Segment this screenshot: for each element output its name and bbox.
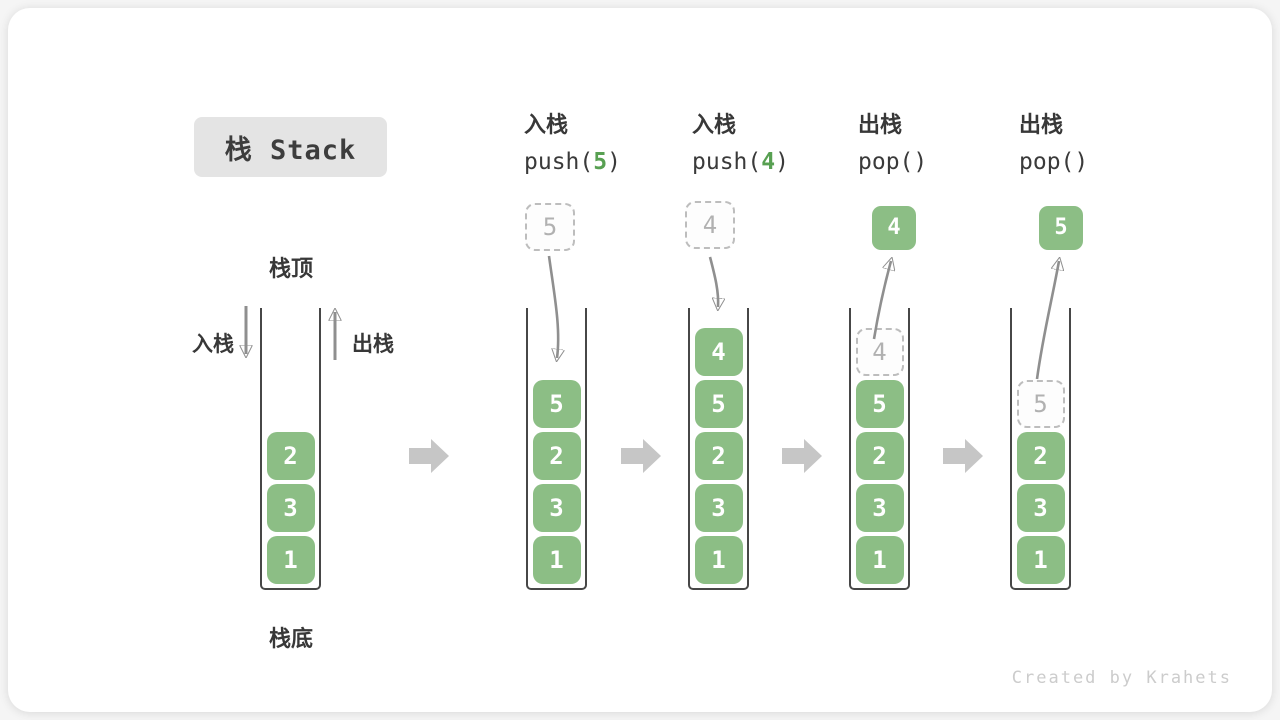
push-4-arrow-icon: [708, 256, 718, 307]
flow-arrow-icon: [943, 439, 983, 473]
floating-ghost-4: 4: [685, 201, 735, 249]
stack-block-1: 1: [1016, 536, 1065, 584]
stack-block-5: 5: [855, 380, 904, 428]
title-box: 栈 Stack: [194, 117, 387, 177]
label-stack-bottom: 栈底: [268, 627, 313, 652]
stack-block-1: 1: [266, 536, 315, 584]
op-code: ): [775, 149, 789, 175]
stack-block-1: 1: [855, 536, 904, 584]
flow-arrow-icon: [621, 439, 661, 473]
stack-block-3: 3: [532, 484, 581, 532]
stack-block-2: 2: [694, 432, 743, 480]
op-code: pop(: [1019, 149, 1075, 175]
stack-block-5: 5: [694, 380, 743, 428]
stack-block-2: 2: [1016, 432, 1065, 480]
op-line1: 入栈: [692, 113, 737, 138]
watermark: Created by Krahets: [1011, 668, 1232, 688]
arrows-overlay: [8, 255, 1280, 380]
op-line2: pop(): [1019, 148, 1088, 176]
stack-ghost-block-4: 4: [855, 328, 904, 376]
page-title: 栈 Stack: [224, 134, 357, 166]
diagram-card: 栈 Stack 栈顶 栈底 入栈 出栈 入栈 push(5) 入栈 push(4…: [8, 8, 1272, 712]
label-stack-top: 栈顶: [268, 257, 313, 282]
op-label-push-4: 入栈 push(4): [692, 112, 789, 176]
op-label-pop-4: 出栈 pop(): [858, 112, 927, 176]
op-code: ): [1074, 149, 1089, 175]
flow-arrow-icon: [409, 439, 449, 473]
op-line1: 出栈: [858, 113, 903, 138]
floating-popped-4: 4: [872, 206, 916, 250]
stack-block-2: 2: [266, 432, 315, 480]
op-code: push(: [524, 149, 594, 175]
label-push-side: 入栈: [192, 332, 234, 356]
op-line2: pop(): [858, 148, 927, 176]
flow-arrow-icon: [782, 439, 822, 473]
stack-block-3: 3: [266, 484, 315, 532]
op-line2: push(5): [524, 148, 621, 176]
op-line1: 入栈: [524, 113, 569, 138]
stack-block-4: 4: [694, 328, 743, 376]
floating-ghost-5: 5: [525, 203, 575, 251]
stack-block-3: 3: [694, 484, 743, 532]
floating-popped-5: 5: [1039, 206, 1083, 250]
stack-block-1: 1: [694, 536, 743, 584]
op-line1: 出栈: [1019, 113, 1064, 138]
stack-ghost-block-5: 5: [1016, 380, 1065, 428]
op-arg: 4: [761, 149, 776, 175]
stack-block-2: 2: [532, 432, 581, 480]
op-label-push-5: 入栈 push(5): [524, 112, 621, 176]
op-code: ): [913, 149, 928, 175]
stack-block-3: 3: [855, 484, 904, 532]
op-label-pop-5: 出栈 pop(): [1019, 112, 1088, 176]
stack-block-5: 5: [532, 380, 581, 428]
op-line2: push(4): [692, 148, 789, 176]
stack-block-1: 1: [532, 536, 581, 584]
stack-block-3: 3: [1016, 484, 1065, 532]
stack-block-2: 2: [855, 432, 904, 480]
op-code: push(: [692, 149, 762, 175]
label-pop-side: 出栈: [352, 332, 394, 356]
op-code: pop(: [858, 149, 914, 175]
op-arg: 5: [593, 149, 608, 175]
op-code: ): [607, 149, 621, 175]
